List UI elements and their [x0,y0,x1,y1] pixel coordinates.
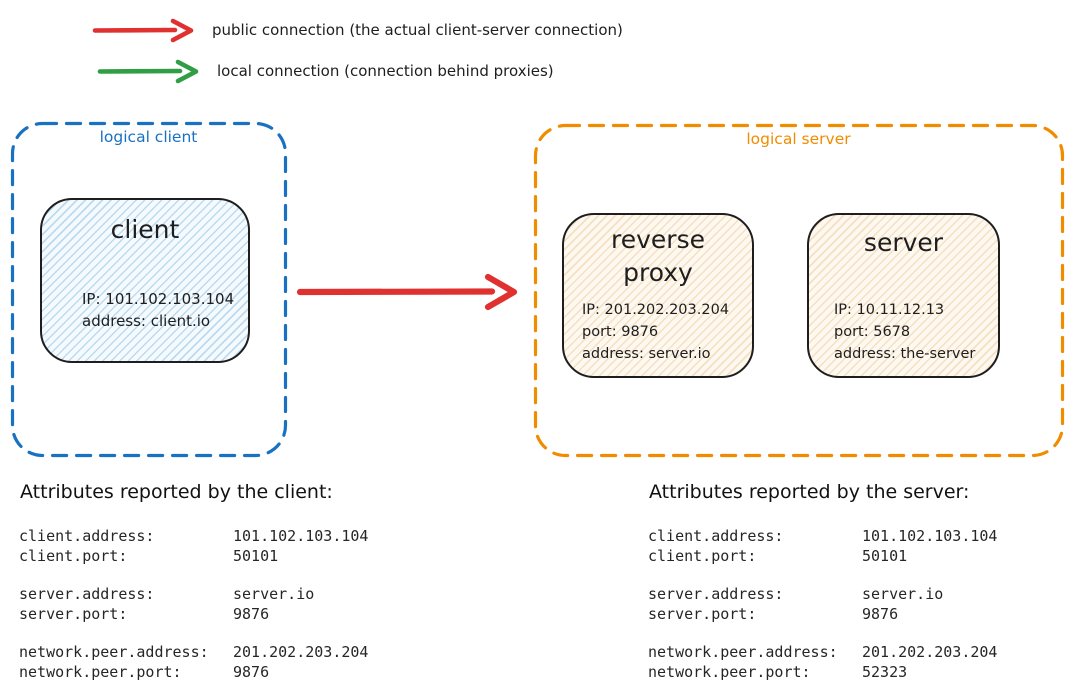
reverse-proxy-node-info: IP: 201.202.203.204 port: 9876 address: … [582,299,729,365]
client-address-line: address: client.io [82,312,211,330]
server-address-line: address: the-server [834,346,976,362]
local-connection-arrow-icon [97,59,199,84]
logical-server-border [533,123,1065,458]
server-attributes-heading: Attributes reported by the server: [649,481,970,503]
server-node-info: IP: 10.11.12.13 port: 5678 address: the-… [834,299,975,365]
attr-row: client.address: 101.102.103.104 [648,526,997,546]
server-port-line: port: 5678 [834,324,911,340]
attr-value: 50101 [233,547,279,565]
client-node: client IP: 101.102.103.104 address: clie… [40,198,250,363]
attr-key: network.peer.port: [19,663,182,681]
attr-key: client.port: [19,547,128,565]
server-attributes-list: client.address: 101.102.103.104 client.p… [648,526,997,691]
client-attr-group-network-peer: network.peer.address: 201.202.203.204 ne… [19,642,368,682]
attr-row: client.address: 101.102.103.104 [19,526,368,546]
server-ip-line: IP: 10.11.12.13 [834,302,945,318]
server-node: server IP: 10.11.12.13 port: 5678 addres… [807,213,1000,378]
attr-value: 52323 [862,663,908,681]
attr-key: server.address: [648,585,784,603]
attr-row: network.peer.address: 201.202.203.204 [648,642,997,662]
public-connection-arrow-icon [92,18,194,43]
attr-key: client.port: [648,547,757,565]
attr-key: server.port: [19,605,128,623]
attr-value: 9876 [233,605,270,623]
attr-value: 201.202.203.204 [862,643,998,661]
server-attr-group-client: client.address: 101.102.103.104 client.p… [648,526,997,566]
attr-value: server.io [233,585,315,603]
attr-row: server.address: server.io [19,584,368,604]
reverse-proxy-port-line: port: 9876 [582,324,659,340]
attr-row: network.peer.port: 52323 [648,662,997,682]
attr-key: network.peer.port: [648,663,811,681]
attr-row: network.peer.address: 201.202.203.204 [19,642,368,662]
attr-value: 101.102.103.104 [233,527,369,545]
attr-value: 101.102.103.104 [862,527,998,545]
client-attributes-list: client.address: 101.102.103.104 client.p… [19,526,368,691]
client-attr-group-client: client.address: 101.102.103.104 client.p… [19,526,368,566]
logical-server-label: logical server [746,130,851,148]
reverse-proxy-node-title: reverse proxy [611,225,705,287]
attr-value: 9876 [233,663,270,681]
client-node-info: IP: 101.102.103.104 address: client.io [82,288,234,332]
logical-client-label: logical client [99,128,198,146]
attr-row: network.peer.port: 9876 [19,662,368,682]
attr-key: client.address: [19,527,155,545]
attr-value: server.io [862,585,944,603]
client-ip-line: IP: 101.102.103.104 [82,290,235,308]
reverse-proxy-ip-line: IP: 201.202.203.204 [582,302,730,318]
attr-key: client.address: [648,527,784,545]
attr-value: 9876 [862,605,899,623]
client-attributes-heading: Attributes reported by the client: [20,481,333,503]
attr-row: server.address: server.io [648,584,997,604]
server-attr-group-network-peer: network.peer.address: 201.202.203.204 ne… [648,642,997,682]
attr-value: 201.202.203.204 [233,643,369,661]
reverse-proxy-node: reverse proxy IP: 201.202.203.204 port: … [562,213,754,378]
server-attr-group-server: server.address: server.io server.port: 9… [648,584,997,624]
attr-value: 50101 [862,547,908,565]
attr-key: server.address: [19,585,155,603]
attr-row: client.port: 50101 [19,546,368,566]
logical-client-border [10,121,288,458]
legend-local-connection-label: local connection (connection behind prox… [217,62,554,80]
attr-row: client.port: 50101 [648,546,997,566]
client-to-server-arrow-icon [296,273,518,311]
attr-key: network.peer.address: [648,643,838,661]
attr-key: network.peer.address: [19,643,209,661]
attr-key: server.port: [648,605,757,623]
server-node-title: server [863,228,944,257]
attr-row: server.port: 9876 [19,604,368,624]
client-node-title: client [110,215,180,244]
attr-row: server.port: 9876 [648,604,997,624]
legend-public-connection-label: public connection (the actual client-ser… [212,21,623,39]
reverse-proxy-address-line: address: server.io [582,346,711,362]
client-attr-group-server: server.address: server.io server.port: 9… [19,584,368,624]
